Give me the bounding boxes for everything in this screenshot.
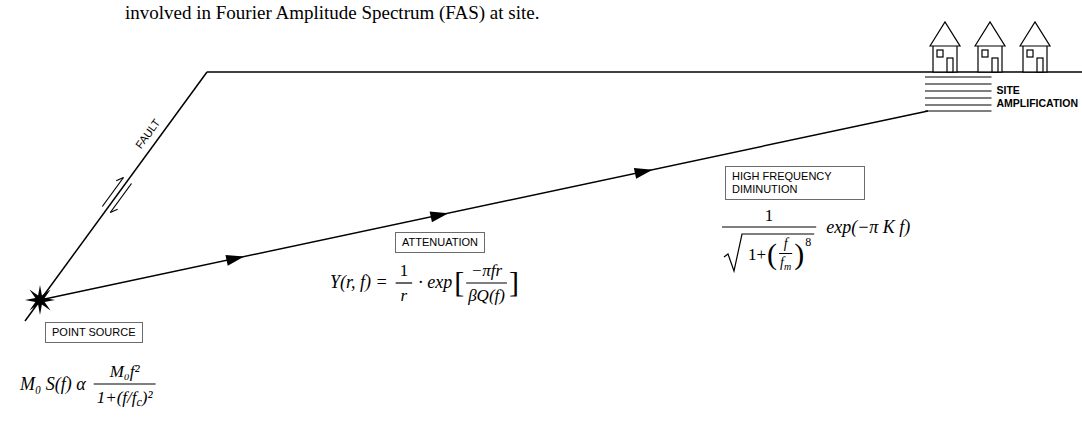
site-layer bbox=[925, 76, 992, 77]
equation-bracket: ) bbox=[794, 239, 804, 269]
ray-arrowheads bbox=[225, 164, 653, 265]
equation-numerator: 1 bbox=[765, 207, 774, 224]
fraction-bar bbox=[466, 282, 507, 283]
source-box: POINT SOURCE bbox=[45, 322, 143, 343]
site-layer bbox=[925, 97, 992, 98]
radical-sign bbox=[724, 234, 814, 271]
site-layer bbox=[925, 104, 992, 105]
equation-numerator: f bbox=[784, 237, 788, 251]
equation-term: M₀ S(f) α bbox=[20, 375, 86, 393]
equation-subscript: c bbox=[137, 396, 142, 408]
diminution-box: HIGH FREQUENCY DIMINUTION bbox=[725, 166, 865, 200]
equation-bracket: [ bbox=[454, 267, 464, 297]
equation-term: Y(r, f) = bbox=[330, 273, 388, 291]
equation-exponent: 8 bbox=[805, 236, 811, 248]
caption-fragment: involved in Fourier Amplitude Spectrum (… bbox=[125, 3, 539, 22]
equation-denominator: )² bbox=[142, 389, 153, 406]
equation-denominator: f bbox=[780, 256, 784, 270]
box-text: POINT SOURCE bbox=[52, 326, 136, 339]
equation-subscript: m bbox=[784, 262, 791, 272]
fraction-bar bbox=[779, 253, 792, 254]
box-text: ATTENUATION bbox=[402, 236, 478, 249]
attenuation-box: ATTENUATION bbox=[395, 232, 485, 253]
equation-numerator: M₀f² bbox=[110, 363, 140, 380]
site-label: SITE bbox=[997, 85, 1020, 96]
equation-term: exp(−π K f) bbox=[826, 218, 910, 236]
box-text: HIGH FREQUENCY DIMINUTION bbox=[732, 170, 858, 196]
site-layer bbox=[925, 83, 992, 84]
fraction-bar bbox=[94, 383, 156, 384]
fraction-bar bbox=[722, 226, 816, 227]
houses bbox=[930, 22, 1050, 72]
site-layer bbox=[925, 110, 992, 111]
equation-bracket: ] bbox=[509, 267, 519, 297]
site-layer bbox=[925, 90, 992, 91]
slip-arrows bbox=[102, 178, 131, 213]
equation-numerator: −πfr bbox=[471, 262, 502, 279]
equation-denominator: 1+ bbox=[748, 246, 766, 263]
equation-bracket: ( bbox=[767, 239, 777, 269]
fraction-bar bbox=[396, 282, 413, 283]
equation-denominator: βQ(f) bbox=[468, 287, 505, 304]
equation-denominator: r bbox=[401, 287, 408, 304]
equation-term: · exp bbox=[418, 273, 452, 291]
ray-path bbox=[40, 111, 928, 300]
point-source-star bbox=[25, 285, 55, 315]
site-label: AMPLIFICATION bbox=[997, 98, 1078, 109]
equation-numerator: 1 bbox=[400, 262, 409, 279]
fault-label: FAULT bbox=[134, 117, 163, 150]
equation-denominator: 1+(f/f bbox=[97, 389, 137, 406]
